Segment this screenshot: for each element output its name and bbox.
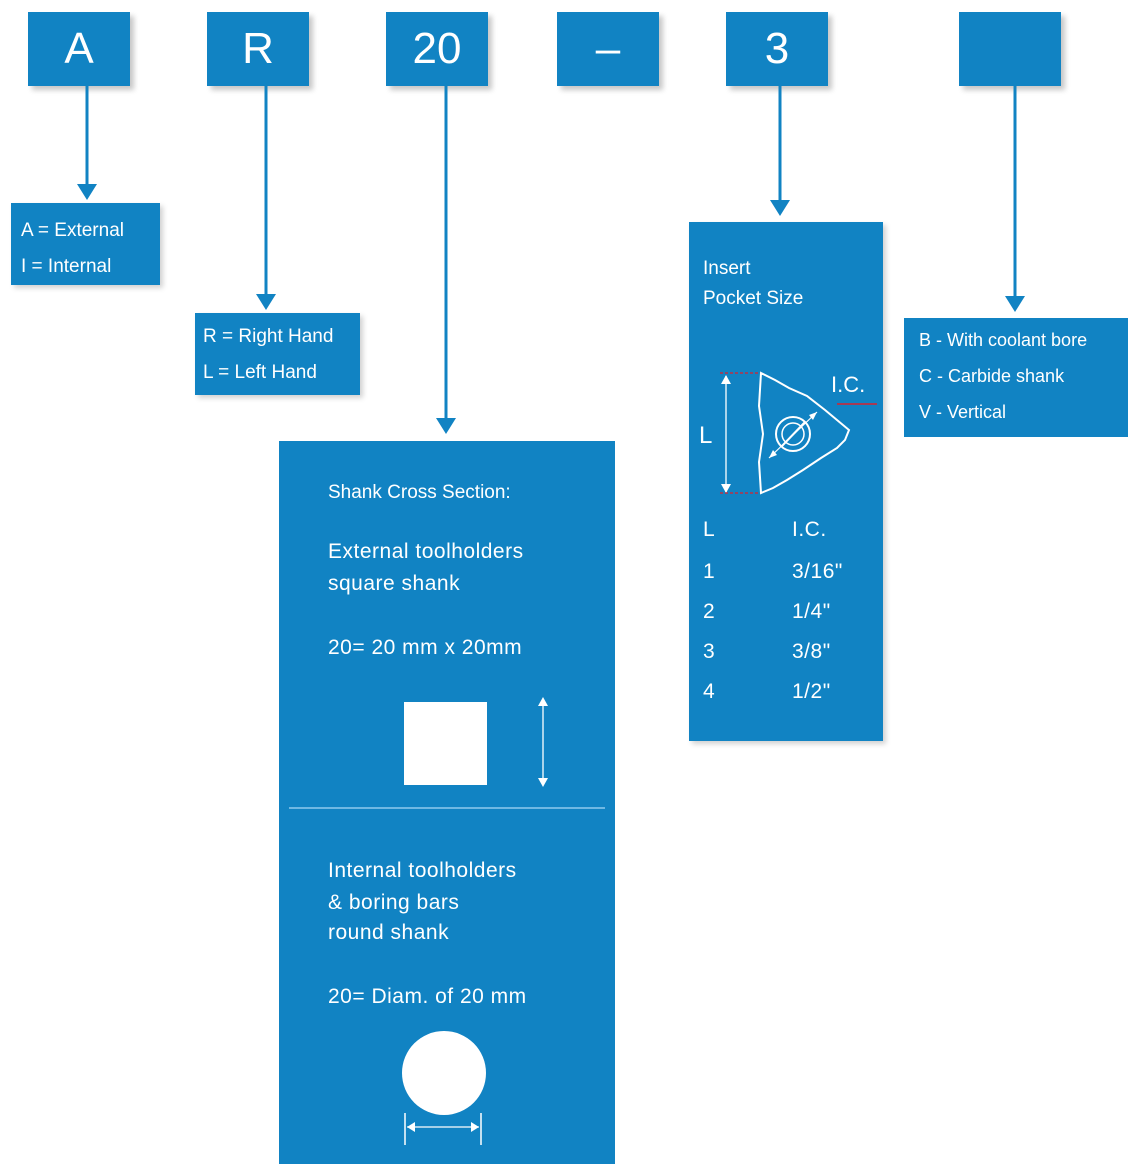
height-arrow-icon [538, 697, 548, 787]
square-shank-icon [404, 702, 487, 785]
insert-row-ic: 3/8" [792, 640, 831, 663]
code-box-separator: – [557, 12, 659, 86]
insert-row-l: 1 [703, 560, 716, 583]
hand-panel: R = Right Hand L = Left Hand [195, 313, 360, 395]
holder-type-external: A = External [21, 220, 124, 241]
insert-title-line2: Pocket Size [703, 288, 804, 309]
insert-table-header-l: L [703, 518, 716, 541]
shank-internal-line1: Internal toolholders [328, 859, 517, 882]
holder-type-panel: A = External I = Internal [11, 203, 160, 285]
hand-left: L = Left Hand [203, 362, 317, 383]
holder-type-internal: I = Internal [21, 256, 112, 277]
option-coolant-bore: B - With coolant bore [919, 330, 1088, 350]
insert-diagram-ic-label: I.C. [831, 372, 866, 397]
insert-row-ic: 1/4" [792, 600, 831, 623]
option-vertical: V - Vertical [919, 402, 1007, 422]
hand-right: R = Right Hand [203, 326, 334, 347]
code-box-holder-type: A [28, 12, 130, 86]
insert-row-ic: 1/2" [792, 680, 831, 703]
insert-row-ic: 3/16" [792, 560, 843, 583]
insert-title-line1: Insert [703, 258, 751, 279]
insert-row-l: 4 [703, 680, 716, 703]
insert-panel: Insert Pocket Size L I.C. L I.C. 1 3/16"… [689, 222, 883, 741]
round-shank-icon [402, 1031, 486, 1115]
insert-row-l: 3 [703, 640, 716, 663]
insert-diagram-icon [720, 371, 877, 495]
code-box-insert-size: 3 [726, 12, 828, 86]
shank-panel: Shank Cross Section: External toolholder… [279, 441, 615, 1164]
insert-row-l: 2 [703, 600, 716, 623]
shank-external-line1: External toolholders [328, 540, 524, 563]
option-carbide-shank: C - Carbide shank [919, 366, 1065, 386]
insert-table-header-ic: I.C. [792, 518, 827, 541]
code-box-shank-size: 20 [386, 12, 488, 86]
diameter-arrow-icon [404, 1113, 482, 1145]
section-divider [289, 807, 605, 809]
insert-diagram-l-label: L [699, 422, 713, 449]
code-box-option [959, 12, 1061, 86]
options-panel: B - With coolant bore C - Carbide shank … [904, 318, 1128, 437]
shank-external-size: 20= 20 mm x 20mm [328, 636, 523, 659]
shank-internal-line3: round shank [328, 921, 450, 944]
shank-external-line2: square shank [328, 572, 461, 595]
shank-internal-size: 20= Diam. of 20 mm [328, 985, 527, 1008]
code-box-hand: R [207, 12, 309, 86]
shank-internal-line2: & boring bars [328, 891, 460, 914]
shank-title: Shank Cross Section: [328, 482, 511, 503]
